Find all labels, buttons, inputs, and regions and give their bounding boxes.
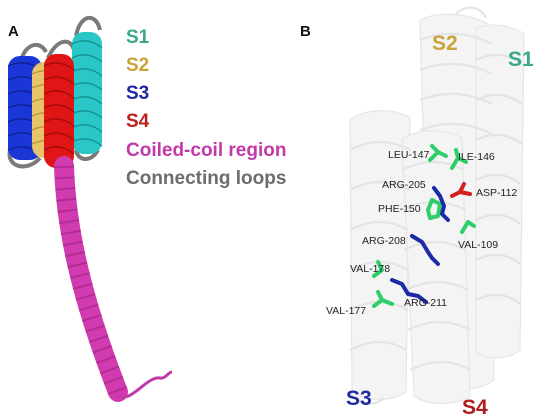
stick-val178 [372, 260, 384, 278]
residue-labels: LEU-147 ILE-146 ARG-205 ASP-112 PHE-150 … [326, 149, 517, 317]
legend-s2: S2 [126, 55, 149, 76]
panel-b-letter: B [300, 23, 311, 40]
label-arg208: ARG-208 [362, 235, 406, 247]
helix-label-s2: S2 [432, 32, 458, 55]
helix-label-s1: S1 [508, 48, 534, 71]
helix-label-s4: S4 [462, 396, 488, 419]
label-val109: VAL-109 [458, 239, 498, 251]
coiled-coil-helix [54, 156, 128, 402]
s1-helix-ridges [71, 40, 103, 147]
legend-s3: S3 [126, 83, 149, 104]
label-arg211: ARG-211 [404, 297, 447, 309]
s1-helix-body [72, 32, 102, 154]
label-val177: VAL-177 [326, 305, 366, 317]
panel-b: B S2 S1 S3 S4 [300, 6, 534, 419]
label-ile146: ILE-146 [458, 151, 495, 163]
loop-top-right [74, 16, 102, 37]
stick-asp112 [450, 182, 472, 198]
s4-helix-body [44, 54, 74, 168]
panel-a-structure [7, 16, 173, 402]
legend-s1: S1 [126, 27, 150, 48]
stick-ile146 [450, 148, 468, 170]
panel-a: A [7, 16, 286, 402]
stick-arg211 [390, 278, 428, 304]
helix-label-s3: S3 [346, 387, 372, 410]
label-leu147: LEU-147 [388, 149, 430, 161]
legend-connecting-loops: Connecting loops [126, 168, 286, 189]
legend: S1 S2 S3 S4 Coiled-coil region Connectin… [126, 27, 286, 189]
s4-helix-ridges [43, 62, 75, 155]
residue-sticks [372, 144, 476, 308]
stick-arg205 [432, 186, 450, 222]
stick-val177 [372, 290, 394, 308]
loop-top-left [20, 42, 48, 59]
loop-bottom-right [74, 148, 100, 161]
legend-s4: S4 [126, 111, 150, 132]
ghost-helices [349, 6, 525, 405]
stick-leu147 [428, 144, 448, 162]
coiled-coil-tail [115, 370, 173, 399]
stick-val109 [460, 220, 476, 234]
panel-a-letter: A [8, 23, 19, 40]
label-phe150: PHE-150 [378, 203, 421, 215]
label-val178: VAL-178 [350, 263, 390, 275]
stick-phe150 [426, 198, 442, 220]
legend-coiled-coil: Coiled-coil region [126, 140, 286, 161]
stick-arg208 [410, 234, 440, 266]
label-arg205: ARG-205 [382, 179, 426, 191]
label-asp112: ASP-112 [476, 187, 517, 199]
